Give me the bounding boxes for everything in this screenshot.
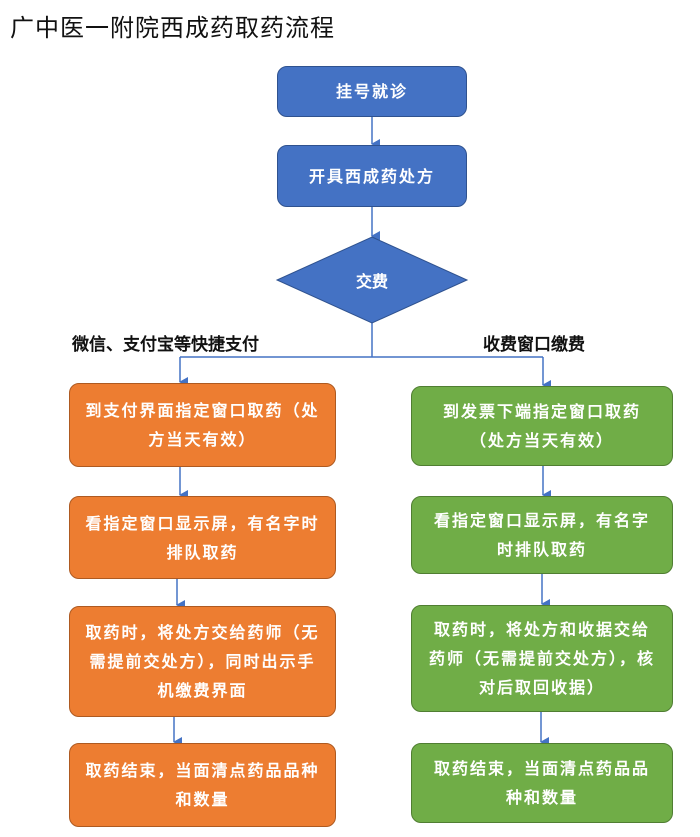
branch-label-right: 收费窗口缴费 — [483, 335, 585, 355]
page-title: 广中医一附院西成药取药流程 — [10, 14, 335, 42]
left-step-3: 取药时，将处方交给药师（无需提前交处方），同时出示手机缴费界面 — [69, 606, 336, 717]
right-step-2: 看指定窗口显示屏，有名字时排队取药 — [411, 496, 673, 574]
left-step-1: 到支付界面指定窗口取药（处方当天有效） — [69, 383, 336, 467]
right-step-1: 到发票下端指定窗口取药（处方当天有效） — [411, 386, 673, 466]
step-register: 挂号就诊 — [277, 66, 467, 117]
right-step-4: 取药结束，当面清点药品品种和数量 — [411, 743, 673, 823]
left-step-2: 看指定窗口显示屏，有名字时排队取药 — [69, 496, 336, 579]
branch-label-left: 微信、支付宝等快捷支付 — [72, 335, 259, 355]
decision-diamond — [275, 236, 469, 324]
decision-label: 交费 — [355, 272, 388, 291]
left-step-4: 取药结束，当面清点药品品种和数量 — [69, 743, 336, 827]
right-step-3: 取药时，将处方和收据交给药师（无需提前交处方），核对后取回收据） — [411, 605, 673, 712]
step-prescription: 开具西成药处方 — [277, 145, 467, 207]
